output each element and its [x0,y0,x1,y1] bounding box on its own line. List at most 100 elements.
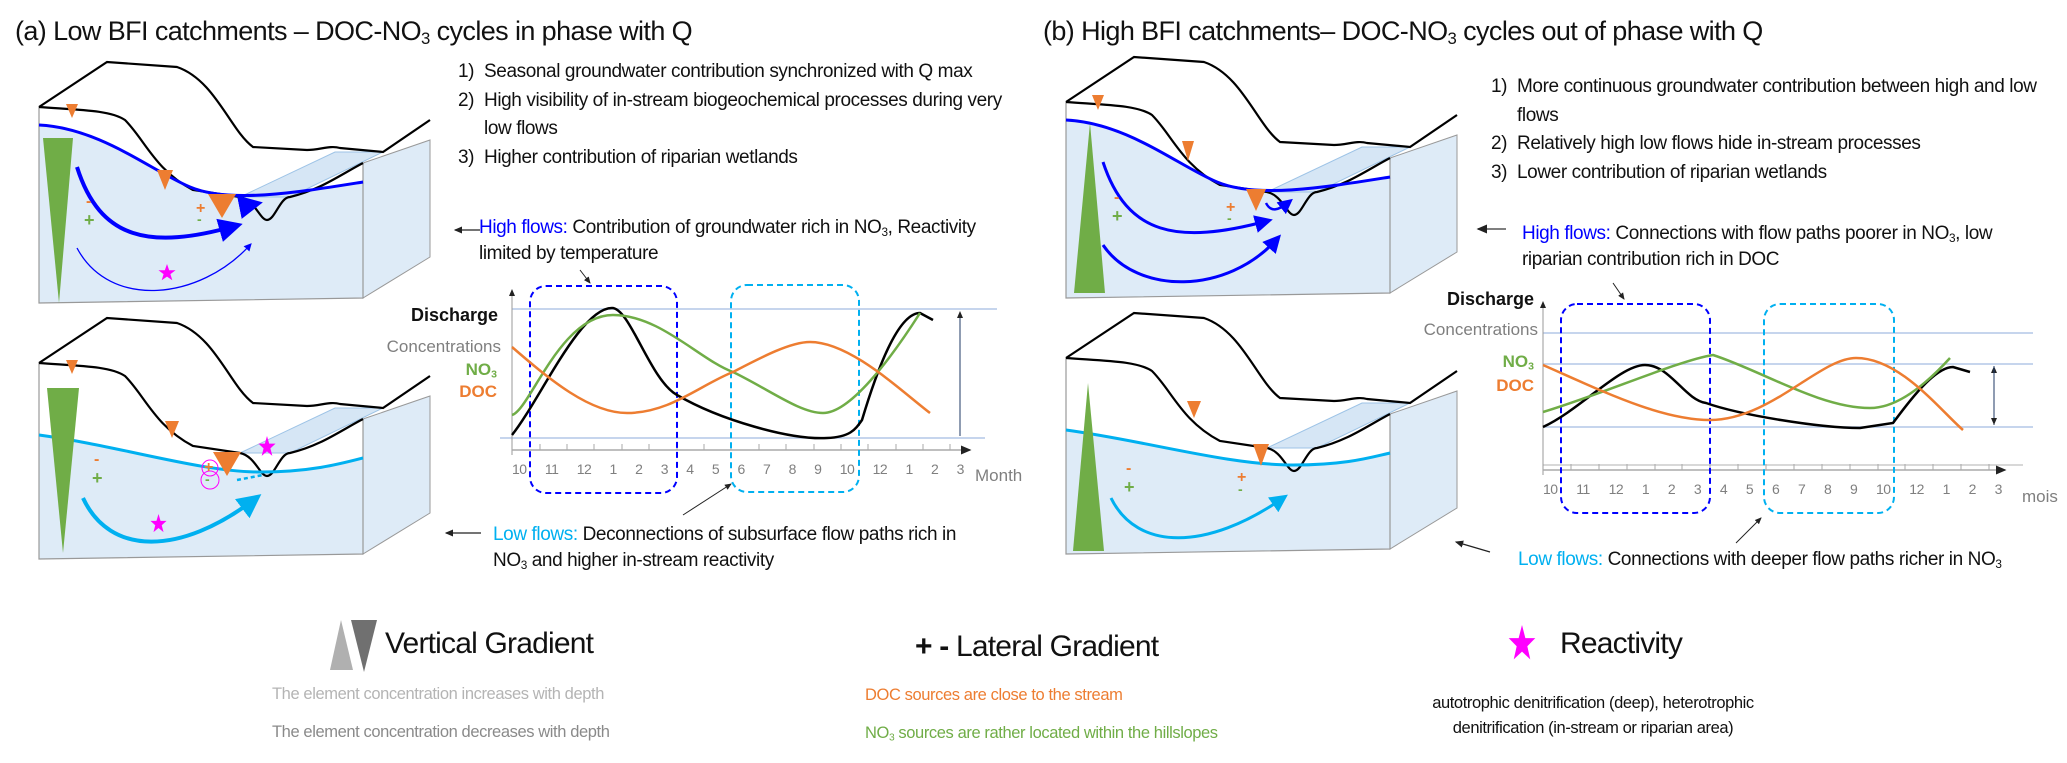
title-subscript: 3 [1447,29,1457,49]
key-point-text: Relatively high low flows hide in-stream… [1517,133,1921,154]
svg-text:+: + [1226,199,1235,216]
vertical-gradient-icon [43,138,73,303]
block-b-low-flows: - + + - [1064,311,1459,556]
no3-subscript: 3 [888,732,895,744]
tick-label: 10 [1876,481,1891,497]
note-text: , low riparian contribution rich in DOC [1522,223,1993,270]
tick-label: 10 [1543,481,1558,497]
lateral-gradient-text: Lateral Gradient [956,630,1159,663]
legend-vertical-increase-text: The element concentration increases with… [272,685,604,703]
chart-a-no3-label: NO3 [466,360,497,380]
key-point: 2)Relatively high low flows hide in-stre… [1491,130,2041,159]
pointer-arrows [444,224,1762,553]
note-subscript: 3 [520,558,528,572]
tick-label: 8 [1823,481,1832,497]
svg-text:-: - [1114,189,1119,206]
svg-text:+: + [1124,477,1135,497]
key-point-number: 1) [1491,76,1508,97]
tick-label: 3 [1693,481,1702,497]
block-a-low-flows: - + + - [37,316,432,561]
title-text: (b) High BFI catchments– DOC-NO [1043,16,1448,46]
title-text: cycles out of phase with Q [1456,16,1763,46]
chart-b-month-unit: mois [2022,487,2058,506]
tick-label: 3 [1994,481,2003,497]
panel-a-title: (a) Low BFI catchments – DOC-NO3 cycles … [15,16,693,49]
tick-label: 2 [635,461,643,477]
svg-text:+: + [1112,206,1123,226]
key-point-number: 2) [458,89,475,111]
key-point-text: High visibility of in-stream biogeochemi… [484,89,1002,140]
svg-text:-: - [1238,481,1243,497]
title-subscript: 3 [421,29,430,49]
chart-b-no3-label: NO3 [1503,352,1534,372]
no3-subscript: 3 [491,368,497,381]
svg-text:-: - [86,193,91,210]
title-text: (a) Low BFI catchments – DOC-NO [15,16,422,46]
tick-label: 1 [905,461,913,477]
tick-label: 3 [956,461,965,477]
panel-a-high-flows-note: High flows: Contribution of groundwater … [479,215,979,267]
tick-label: 4 [1719,481,1728,497]
tick-label: 11 [1576,481,1590,497]
vertical-gradient-increase-icon [330,620,353,670]
legend-icons [330,620,1536,672]
note-subscript: 3 [1948,231,1956,245]
high-flows-label: High flows: [1522,223,1611,244]
tick-label: 7 [763,461,771,477]
key-point: 2) High visibility of in-stream biogeoche… [458,87,1026,144]
tick-label: 9 [814,461,822,477]
panel-b-key-points: 1)More continuous groundwater contributi… [1491,73,2041,187]
low-flows-label: Low flows: [493,524,578,545]
block-a-high-flows: - + + - [37,60,432,305]
tick-label: 11 [544,461,559,477]
vertical-gradient-decrease-icon [351,620,377,672]
chart-a-doc-label: DOC [459,382,497,401]
no3-text: NO [465,360,492,379]
note-text: and higher in-stream reactivity [526,550,775,571]
no3-sources-text: sources are rather located within the hi… [894,724,1218,742]
doc-curve [1542,356,1964,431]
tick-label: 5 [1745,481,1754,497]
key-point: 1)Seasonal groundwater contribution sync… [458,58,1026,87]
chart-b [1540,301,2033,514]
tick-label: 10 [839,461,855,477]
chart-b-doc-label: DOC [1496,376,1534,395]
tick-label: 12 [576,461,592,477]
no3-subscript: 3 [1528,360,1534,373]
svg-text:+: + [92,468,103,488]
legend-reactivity-line2: denitrification (in-stream or riparian a… [1452,719,1734,737]
note-text: Deconnections of subsurface flow paths r… [493,524,957,571]
tick-label: 9 [1849,481,1858,497]
legend-vertical-decrease-text: The element concentration decreases with… [272,723,610,741]
key-point-text: Seasonal groundwater contribution synchr… [484,61,973,82]
key-point-number: 3) [1491,161,1508,183]
chart-b-concentrations-label: Concentrations [1423,320,1538,339]
note-text: Contribution of groundwater rich in NO [567,217,882,238]
panel-a-low-flows-note: Low flows: Deconnections of subsurface f… [493,522,973,574]
legend-doc-sources-text: DOC sources are close to the stream [865,686,1123,704]
tick-label: 4 [686,461,694,477]
tick-label: 12 [872,461,888,477]
legend-vertical-gradient-title: Vertical Gradient [385,627,594,660]
chart-b-discharge-label: Discharge [1446,289,1534,309]
tick-label: 2 [1968,481,1977,497]
key-point: 3)Higher contribution of riparian wetlan… [458,144,1026,173]
legend-reactivity-title: Reactivity [1560,627,1683,660]
svg-text:+: + [1237,469,1246,486]
tick-label: 1 [1942,481,1951,497]
note-subscript: 3 [881,225,888,239]
chart-a-concentrations-label: Concentrations [386,337,501,356]
svg-text:+: + [196,200,205,217]
tick-label: 6 [1771,481,1780,497]
svg-text:-: - [1126,460,1131,477]
svg-text:+: + [84,210,95,230]
tick-label: 2 [1667,481,1676,497]
title-text: cycles in phase with Q [429,16,693,46]
tick-label: 1 [609,461,618,477]
key-point-text: Higher contribution of riparian wetlands [484,146,798,168]
tick-label: 8 [788,461,797,477]
legend-lateral-gradient-title: + - Lateral Gradient [915,630,1159,664]
